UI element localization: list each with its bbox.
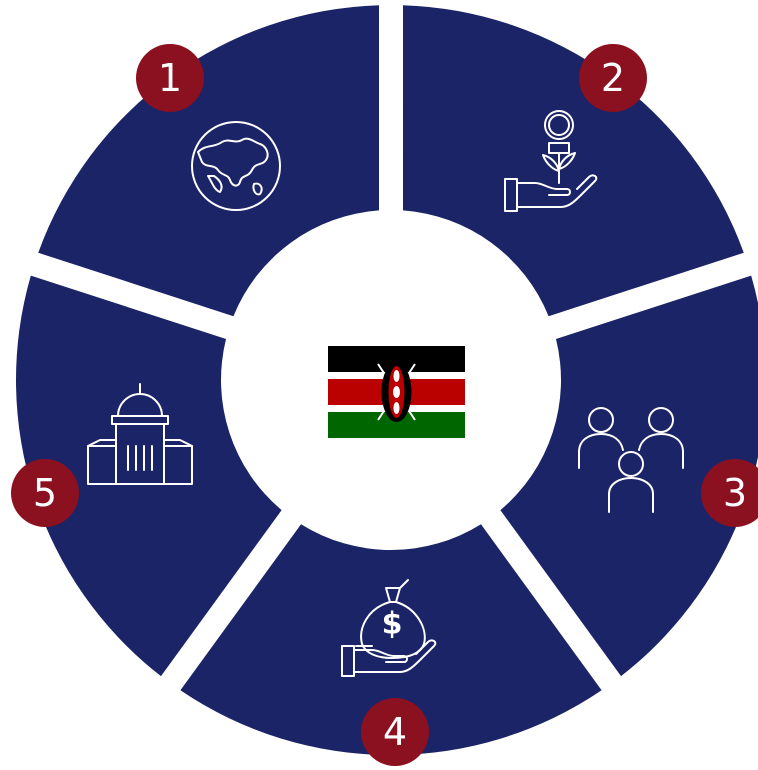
plant-in-hand-icon <box>504 110 598 212</box>
segment-2 <box>402 5 744 317</box>
government-building-icon <box>87 383 193 485</box>
badge-circle <box>11 459 79 527</box>
badge-number: 1 <box>158 56 182 100</box>
badge-circle <box>579 44 647 112</box>
segment-ring <box>15 5 758 756</box>
badge-3: 3 <box>701 459 758 527</box>
segment-1 <box>38 5 380 317</box>
badge-number: 2 <box>601 56 625 100</box>
segment-5 <box>15 275 282 677</box>
badge-circle <box>136 44 204 112</box>
badge-2: 2 <box>579 44 647 112</box>
number-badges: 1 2 3 4 5 <box>11 44 758 766</box>
badge-1: 1 <box>136 44 204 112</box>
badge-circle <box>701 459 758 527</box>
kenya-flag <box>328 346 465 438</box>
money-bag-hand-icon <box>341 579 437 677</box>
segment-4 <box>180 524 602 756</box>
badge-5: 5 <box>11 459 79 527</box>
badge-4: 4 <box>361 698 429 766</box>
people-group-icon <box>578 407 684 513</box>
badge-circle <box>361 698 429 766</box>
badge-number: 4 <box>383 710 407 754</box>
globe-icon <box>191 121 281 211</box>
dollar-sign: $ <box>382 607 403 642</box>
badge-number: 3 <box>723 471 747 515</box>
badge-number: 5 <box>33 471 57 515</box>
